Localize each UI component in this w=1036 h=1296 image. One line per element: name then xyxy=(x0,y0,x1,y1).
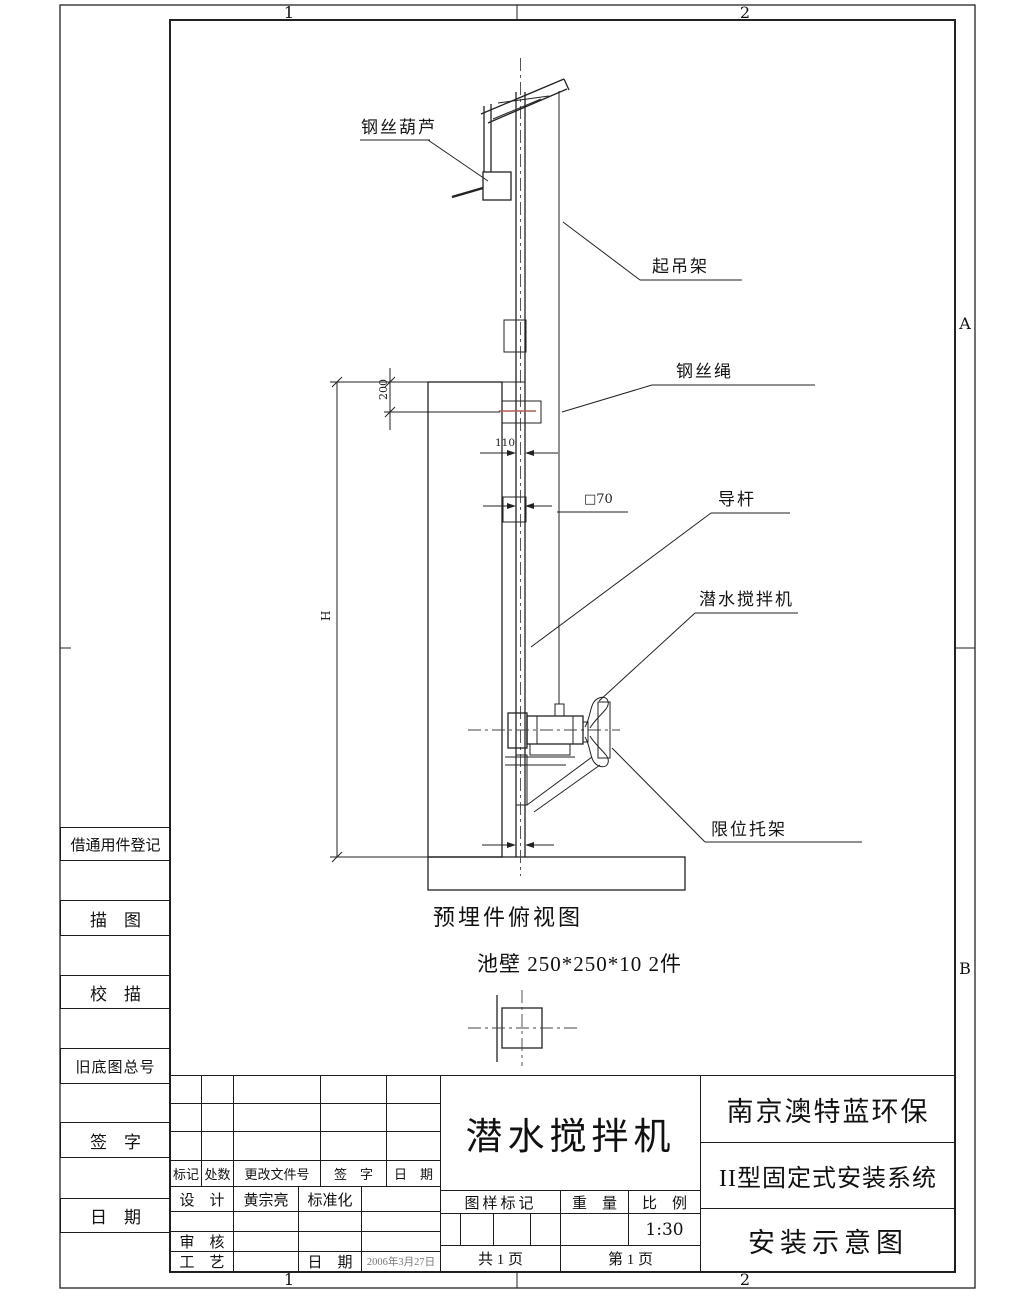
sidebar-item-date: 日 期 xyxy=(60,1198,171,1233)
process-label: 工 艺 xyxy=(171,1252,234,1271)
zone-right-b: B xyxy=(959,959,971,978)
mark-value-row: 1:30 xyxy=(440,1213,701,1246)
submersible-mixer xyxy=(468,696,620,768)
weight-label: 重 量 xyxy=(561,1191,629,1213)
callout-limit-bracket: 限位托架 xyxy=(611,747,862,843)
header-date: 日 期 xyxy=(393,1167,433,1182)
sidebar-item-common-parts: 借通用件登记 xyxy=(60,827,171,861)
dimension-arrows-base xyxy=(482,842,554,848)
revision-header-row: 标记 处数 更改文件号 签 字 日 期 xyxy=(170,1160,441,1187)
lifting-frame xyxy=(480,78,570,172)
limit-bracket xyxy=(505,754,601,813)
design-label: 设 计 xyxy=(171,1187,234,1211)
blank-row xyxy=(170,1211,441,1232)
propeller-blade-top xyxy=(584,696,609,729)
guide-rail xyxy=(499,58,542,876)
dim-200-text: 200 xyxy=(377,379,390,400)
standardization-label: 标准化 xyxy=(299,1187,362,1211)
zone-bottom-2: 2 xyxy=(740,1270,750,1289)
design-row: 设 计 黄宗亮 标准化 xyxy=(170,1186,441,1212)
product-title: 潜水搅拌机 xyxy=(440,1075,701,1191)
zone-bottom-1: 1 xyxy=(284,1270,294,1289)
callout-hoist: 钢丝葫芦 xyxy=(360,118,489,182)
company-name: 南京澳特蓝环保 xyxy=(700,1075,956,1143)
embed-view-caption: 预埋件俯视图 xyxy=(433,905,583,930)
sheet-number: 第 1 页 xyxy=(607,1252,653,1268)
wire-hoist xyxy=(451,171,512,201)
sidebar-item-check-tracing: 校 描 xyxy=(60,975,171,1009)
dimension-square70: □70 xyxy=(483,492,628,513)
dim-square70-text: □70 xyxy=(584,492,613,507)
zone-labels: 1 2 1 2 A B xyxy=(284,3,971,1289)
designer-name: 黄宗亮 xyxy=(234,1187,299,1211)
mixer-label: 潜水搅拌机 xyxy=(699,590,794,609)
sidebar-item-old-drawing-no: 旧底图总号 xyxy=(60,1048,171,1084)
date-label: 日 期 xyxy=(299,1252,362,1271)
callout-guide-rod: 导杆 xyxy=(530,490,790,648)
sidebar-item-tracing: 描 图 xyxy=(60,900,171,936)
hoist-label: 钢丝葫芦 xyxy=(361,118,437,137)
check-row: 审 核 xyxy=(170,1231,441,1252)
height-dim-text: H xyxy=(319,611,333,621)
pool-wall xyxy=(330,381,686,891)
lifting-frame-label: 起吊架 xyxy=(652,257,709,276)
sheets-total: 共 1 页 xyxy=(441,1246,561,1271)
header-change-doc: 更改文件号 xyxy=(234,1161,321,1186)
callout-lifting-frame: 起吊架 xyxy=(562,221,742,281)
guide-rod-label: 导杆 xyxy=(718,490,756,509)
sheet-border xyxy=(59,4,976,1289)
embed-plate xyxy=(501,400,542,424)
zone-top-2: 2 xyxy=(740,3,750,22)
zone-top-1: 1 xyxy=(284,3,294,22)
mark-label: 图样标记 xyxy=(441,1191,561,1213)
sheet-count-row: 共 1 页 第 1 页 xyxy=(440,1245,701,1272)
revision-empty-grid xyxy=(170,1075,441,1161)
scale-label: 比 例 xyxy=(641,1195,687,1212)
dimension-wall-height: H xyxy=(319,376,343,863)
date-value: 2006年3月27日 xyxy=(366,1257,436,1268)
check-label: 审 核 xyxy=(171,1232,234,1251)
mark-weight-scale-row: 图样标记 重 量 比 例 xyxy=(440,1190,701,1214)
scale-value: 1:30 xyxy=(645,1219,684,1240)
sidebar-item-signature: 签 字 xyxy=(60,1122,171,1158)
dimension-arrows-110 xyxy=(480,450,558,456)
dimension-200: 200 xyxy=(377,368,500,430)
embed-plate-top-view xyxy=(468,990,580,1066)
process-row: 工 艺 日 期 2006年3月27日 xyxy=(170,1251,441,1272)
drawing-title: 安装示意图 xyxy=(700,1208,956,1272)
propeller-sweep xyxy=(597,701,611,759)
wire-rope-label: 钢丝绳 xyxy=(676,362,733,381)
header-signature: 签 字 xyxy=(321,1161,387,1186)
wall-spec-caption: 池壁 250*250*10 2件 xyxy=(477,952,682,976)
system-name: II型固定式安装系统 xyxy=(700,1142,956,1209)
zone-right-a: A xyxy=(958,314,971,333)
header-mark: 标记 xyxy=(171,1161,202,1186)
limit-bracket-label: 限位托架 xyxy=(711,820,787,839)
callout-mixer: 潜水搅拌机 xyxy=(598,590,798,702)
callout-wire-rope: 钢丝绳 xyxy=(561,362,815,413)
header-count: 处数 xyxy=(202,1161,234,1186)
dim-110-text: 110 xyxy=(495,437,515,449)
propeller-blade-bottom xyxy=(584,735,609,768)
